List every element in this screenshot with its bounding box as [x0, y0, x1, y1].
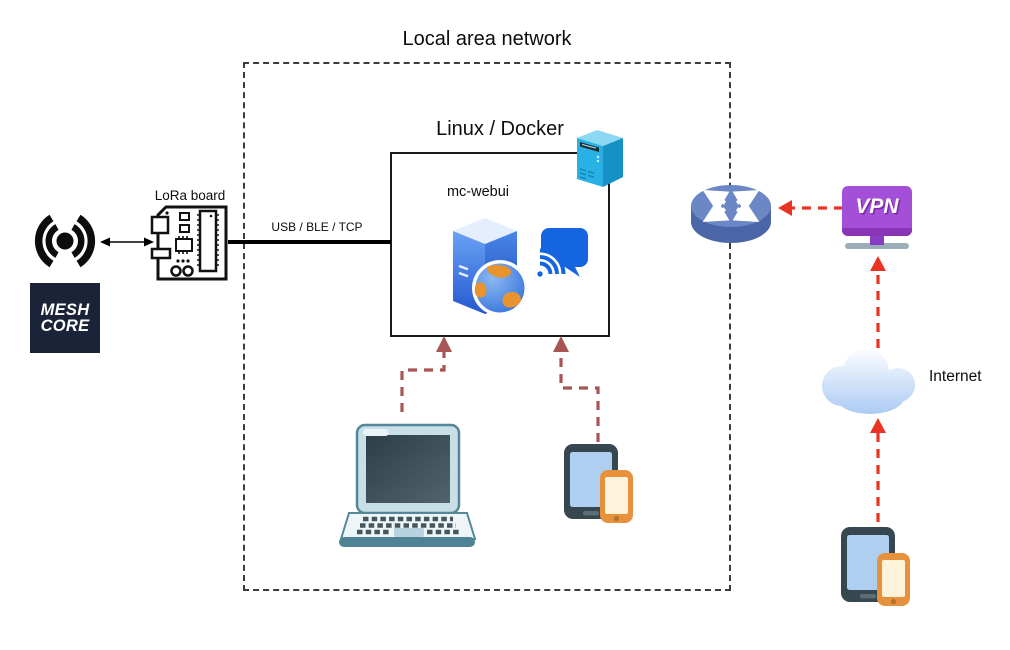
web-server-icon	[453, 218, 528, 316]
meshcore-logo: MESH CORE	[30, 283, 100, 353]
router-icon	[691, 185, 771, 243]
vpn-base-bar	[845, 243, 909, 249]
lan-title: Local area network	[402, 28, 572, 50]
internet-label: Internet	[929, 368, 982, 385]
vpn-monitor	[842, 186, 912, 236]
vpn-label: VPN	[855, 195, 899, 218]
meshcore-line2: CORE	[40, 317, 90, 335]
meshcore-line1: MESH	[40, 301, 90, 319]
lora-board-icon	[150, 205, 228, 281]
vpn-router-arrowhead	[778, 200, 792, 216]
lan-boundary-box	[243, 62, 731, 591]
radio-signal-icon	[34, 214, 96, 268]
radio-board-arrow	[100, 237, 154, 247]
phone-cloud-arrowhead	[870, 418, 886, 433]
server-tower-icon	[577, 130, 623, 187]
laptop-icon	[339, 423, 477, 547]
cloud-vpn-arrowhead	[870, 256, 886, 271]
lora-board-label: LoRa board	[154, 188, 226, 203]
mc-webui-label: mc-webui	[446, 184, 510, 200]
cast-bubble-icon	[535, 228, 588, 279]
tablet-phone-icon	[564, 444, 633, 523]
internet-cloud-icon	[822, 349, 915, 414]
tablet-phone-remote-icon	[841, 527, 910, 606]
docker-host-label: Linux / Docker	[436, 118, 564, 140]
vpn-icon: VPN	[842, 186, 912, 256]
vpn-monitor-bezel	[842, 228, 912, 236]
usb-link-label: USB / BLE / TCP	[271, 220, 363, 234]
